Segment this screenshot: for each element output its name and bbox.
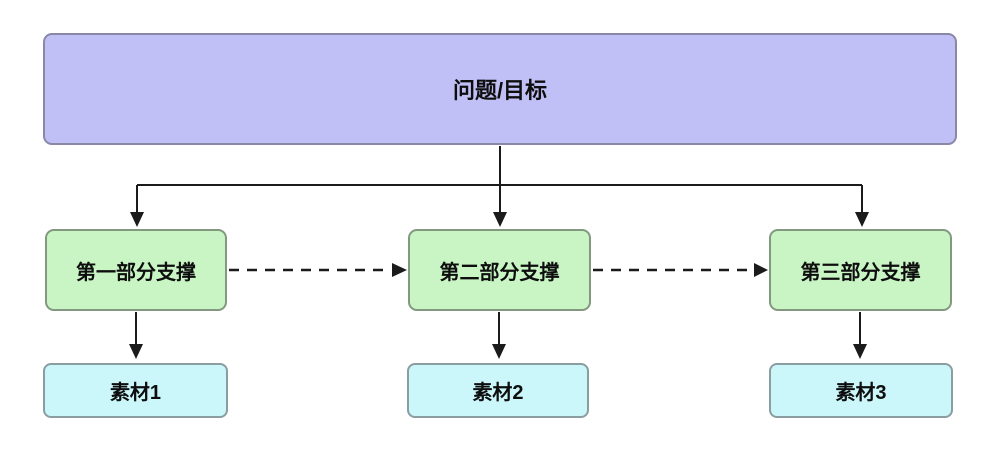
material-node-3: 素材3 — [769, 363, 953, 418]
arrowhead-down-icon — [853, 344, 867, 359]
arrowhead-right-icon — [392, 263, 407, 277]
material-node-1: 素材1 — [43, 363, 228, 418]
arrowhead-right-icon — [754, 263, 768, 277]
arrowhead-down-icon — [492, 344, 506, 359]
support-node-2: 第二部分支撑 — [408, 229, 591, 311]
support-node-3: 第三部分支撑 — [769, 229, 952, 311]
title-node-problem-goal: 问题/目标 — [43, 33, 957, 145]
arrowhead-down-icon — [493, 212, 507, 227]
arrowhead-down-icon — [130, 212, 144, 227]
arrowhead-down-icon — [129, 344, 143, 359]
material-node-2: 素材2 — [407, 363, 589, 418]
support-node-1: 第一部分支撑 — [45, 229, 227, 311]
arrowhead-down-icon — [855, 212, 869, 227]
